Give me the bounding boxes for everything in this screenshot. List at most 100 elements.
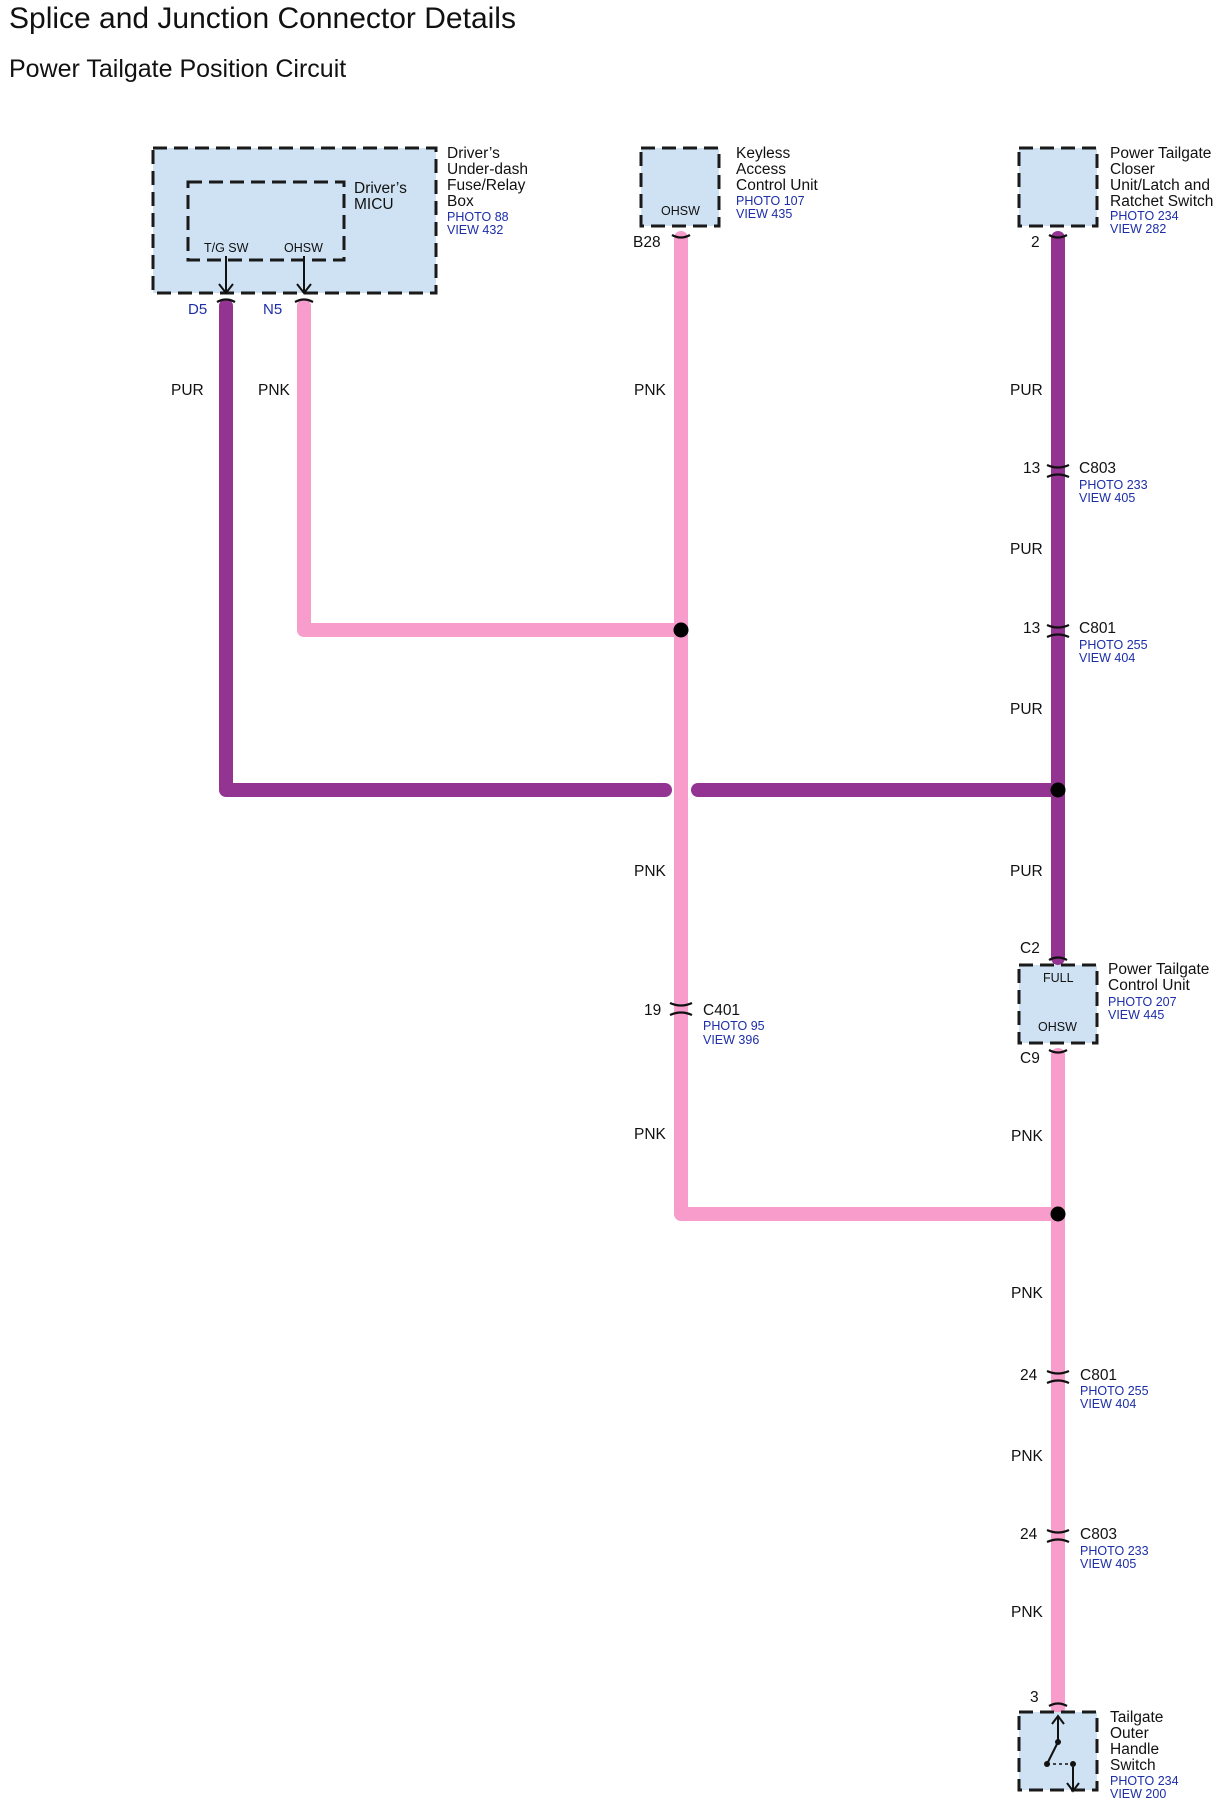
c401-view: VIEW 396 (703, 1033, 759, 1047)
handle-name-2: Outer (1110, 1725, 1149, 1742)
c803-top-upper-bracket (1046, 463, 1070, 469)
keyless-photo: PHOTO 107 (736, 194, 805, 208)
splice-dot-pnk (1050, 1206, 1066, 1222)
c803-bot-lower-bracket (1046, 1538, 1070, 1544)
wire-label-n5: PNK (258, 382, 291, 399)
wire-pur-d5 (219, 299, 672, 797)
c803-bot-view: VIEW 405 (1080, 1557, 1136, 1571)
pin-b28: B28 (633, 234, 661, 251)
c801-bot-upper-bracket (1046, 1369, 1070, 1375)
c801-bot-pin: 24 (1020, 1367, 1038, 1384)
wire-label-center-low: PNK (634, 1126, 667, 1143)
wire-label-right-low-1: PNK (1011, 1128, 1044, 1145)
pin-closer-2: 2 (1031, 234, 1040, 251)
fuse-relay-box: Driver’s MICU T/G SW OHSW Driver’s Under… (151, 145, 528, 295)
closer-body (1017, 146, 1099, 228)
c803-top-name: C803 (1079, 460, 1116, 477)
c801-top-lower-bracket (1046, 633, 1070, 639)
fuse-box-body (151, 146, 438, 295)
ptcu-view: VIEW 445 (1108, 1008, 1164, 1022)
fuse-box-name-3: Fuse/Relay (447, 177, 526, 194)
closer-name-4: Ratchet Switch (1110, 193, 1213, 210)
c401-upper-bracket (669, 1001, 693, 1007)
c801-top-photo: PHOTO 255 (1079, 638, 1148, 652)
d5-connector (216, 298, 236, 303)
wire-label-right-low-3: PNK (1011, 1448, 1044, 1465)
micu-pin-tgsw: T/G SW (204, 241, 249, 255)
wire-label-right-top-2: PUR (1010, 541, 1043, 558)
connector-c801-top: 13 C801 PHOTO 255 VIEW 404 (1023, 620, 1148, 665)
closer-pin-connector (1048, 234, 1068, 239)
fuse-box-view: VIEW 432 (447, 223, 503, 237)
splice-dot-pur (1050, 782, 1066, 798)
c803-bot-upper-bracket (1046, 1528, 1070, 1534)
power-tailgate-control-unit: FULL OHSW Power Tailgate Control Unit PH… (1017, 961, 1209, 1045)
page-subtitle: Power Tailgate Position Circuit (9, 55, 347, 83)
micu-body (186, 180, 346, 262)
keyless-view: VIEW 435 (736, 207, 792, 221)
connector-c803-top: 13 C803 PHOTO 233 VIEW 405 (1023, 460, 1148, 505)
c803-bot-photo: PHOTO 233 (1080, 1544, 1149, 1558)
c803-top-lower-bracket (1046, 473, 1070, 479)
tailgate-outer-handle-switch: Tailgate Outer Handle Switch PHOTO 234 V… (1017, 1709, 1179, 1801)
ptcu-body (1017, 963, 1099, 1045)
c803-top-photo: PHOTO 233 (1079, 478, 1148, 492)
keyless-pin-ohsw: OHSW (661, 204, 700, 218)
closer-view: VIEW 282 (1110, 222, 1166, 236)
c801-top-view: VIEW 404 (1079, 651, 1135, 665)
handle-name-4: Switch (1110, 1757, 1156, 1774)
pin-c2: C2 (1020, 940, 1040, 957)
tailgate-closer-unit: Power Tailgate Closer Unit/Latch and Rat… (1017, 145, 1213, 236)
c801-bot-photo: PHOTO 255 (1080, 1384, 1149, 1398)
wire-label-b28: PNK (634, 382, 667, 399)
fuse-box-photo: PHOTO 88 (447, 210, 509, 224)
wire-group (219, 231, 1065, 1715)
keyless-name-1: Keyless (736, 145, 791, 162)
ptcu-name-2: Control Unit (1108, 977, 1191, 994)
c803-top-view: VIEW 405 (1079, 491, 1135, 505)
micu-pin-ohsw: OHSW (284, 241, 323, 255)
c9-connector (1048, 1049, 1068, 1054)
pin-handle-3: 3 (1030, 1689, 1039, 1706)
wire-label-d5: PUR (171, 382, 204, 399)
closer-name-1: Power Tailgate (1110, 145, 1211, 162)
b28-connector (671, 234, 691, 239)
keyless-body (639, 146, 721, 228)
closer-name-3: Unit/Latch and (1110, 177, 1210, 194)
keyless-access-control-unit: OHSW Keyless Access Control Unit PHOTO 1… (639, 145, 819, 228)
page-title: Splice and Junction Connector Details (9, 2, 516, 35)
c801-top-name: C801 (1079, 620, 1116, 637)
ptcu-pin-full: FULL (1043, 971, 1074, 985)
c801-bot-view: VIEW 404 (1080, 1397, 1136, 1411)
c803-bot-pin: 24 (1020, 1526, 1038, 1543)
tgsw-arrow-head (218, 283, 234, 295)
wire-label-right-top-1: PUR (1010, 382, 1043, 399)
fuse-box-name-4: Box (447, 193, 474, 210)
switch-symbol-icon (1044, 1714, 1080, 1793)
c401-lower-bracket (669, 1011, 693, 1017)
c803-bot-name: C803 (1080, 1526, 1117, 1543)
micu-name-1: Driver’s (354, 180, 407, 197)
n5-connector (294, 298, 314, 303)
c401-pin: 19 (644, 1002, 661, 1019)
keyless-name-2: Access (736, 161, 786, 178)
ptcu-photo: PHOTO 207 (1108, 995, 1177, 1009)
handle-name-3: Handle (1110, 1741, 1159, 1758)
fuse-box-name-1: Driver’s (447, 145, 500, 162)
handle-photo: PHOTO 234 (1110, 1774, 1179, 1788)
wire-label-right-mid: PUR (1010, 863, 1043, 880)
wire-label-center-mid: PNK (634, 863, 667, 880)
wire-label-right-top-3: PUR (1010, 701, 1043, 718)
c801-top-upper-bracket (1046, 623, 1070, 629)
wire-label-right-low-2: PNK (1011, 1285, 1044, 1302)
c401-name: C401 (703, 1002, 740, 1019)
splice-dot-n5 (673, 622, 689, 638)
wire-color-labels: PUR PNK PNK PUR PUR PUR PNK PUR PNK PNK … (171, 382, 1044, 1621)
closer-name-2: Closer (1110, 161, 1155, 178)
c801-bot-lower-bracket (1046, 1379, 1070, 1385)
c801-top-pin: 13 (1023, 620, 1040, 637)
wire-pnk-n5 (297, 299, 688, 637)
pin-c9: C9 (1020, 1050, 1040, 1067)
pin-n5: N5 (263, 301, 282, 318)
